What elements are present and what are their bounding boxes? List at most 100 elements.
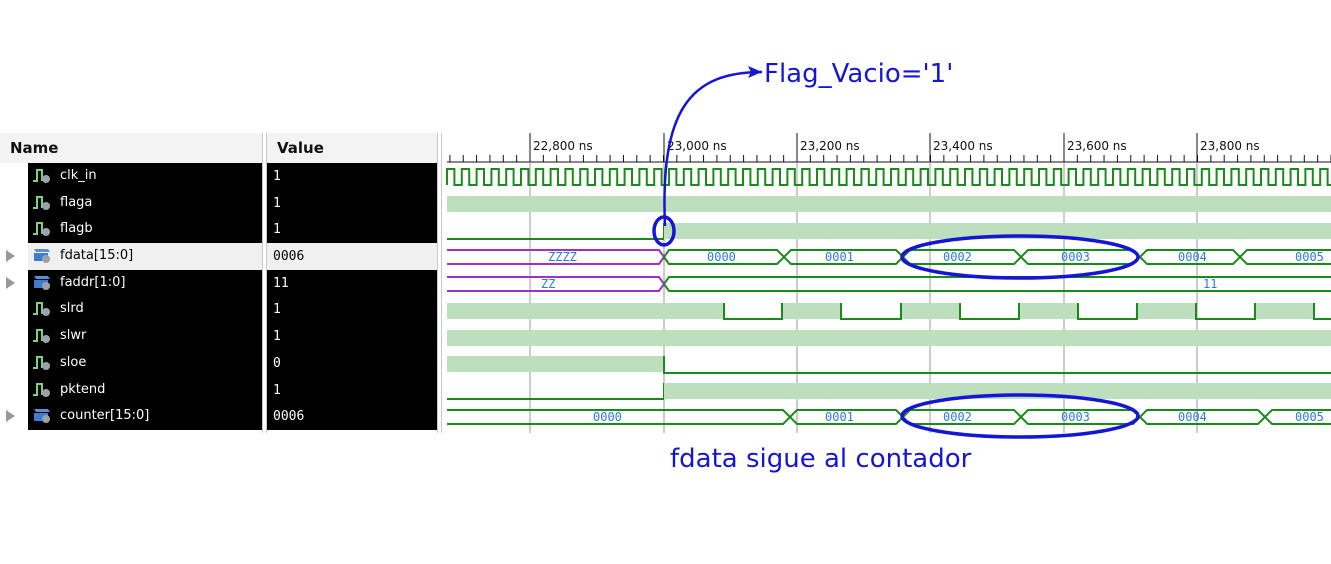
value-cell: 1	[267, 189, 437, 217]
counter-label: 0003	[1061, 410, 1090, 424]
wave-slwr	[447, 330, 1331, 346]
value-cell: 0	[267, 349, 437, 377]
signal-name: slwr	[60, 328, 87, 344]
signal-row-faddr[interactable]: faddr[1:0]	[0, 269, 262, 297]
signal-row-pktend[interactable]: pktend	[0, 376, 262, 404]
ruler-tick: 23,200 ns	[796, 133, 860, 162]
signal-bit-icon	[33, 169, 50, 183]
signal-value: 11	[273, 275, 289, 291]
signal-bit-icon	[33, 329, 50, 344]
wave-fdata: ZZZZ 0000 0001 0002 0003 0004 0005	[447, 249, 1331, 265]
column-splitter[interactable]	[262, 133, 267, 433]
wave-splitter[interactable]	[437, 133, 442, 433]
signal-value-list: 1 1 1 0006 11 1 1 0 1 0006	[267, 163, 437, 430]
ruler-tick: 23,600 ns	[1063, 133, 1127, 162]
counter-label: 0001	[825, 410, 854, 424]
signal-name-list: clk_in flaga flagb fdata[15:0] faddr[1:0…	[0, 163, 262, 430]
signal-row-flaga[interactable]: flaga	[0, 189, 262, 217]
ruler-tick: 22,800 ns	[529, 133, 593, 162]
signal-value: 1	[273, 382, 281, 398]
wave-counter: 0000 0001 0002 0003 0004 0005	[447, 409, 1331, 425]
value-cell: 11	[267, 269, 437, 297]
signal-name: flaga	[60, 194, 93, 210]
signal-row-fdata[interactable]: fdata[15:0]	[0, 243, 262, 270]
signal-name: clk_in	[60, 168, 97, 183]
signal-value: 0006	[273, 409, 305, 425]
signal-value: 0	[273, 355, 281, 371]
signal-name: sloe	[60, 354, 87, 370]
svg-text:23,800 ns: 23,800 ns	[1200, 139, 1260, 153]
signal-name: flagb	[60, 221, 93, 237]
value-cell: 1	[267, 296, 437, 324]
fdata-label: 0005	[1295, 250, 1324, 264]
annotation-flag-vacio: Flag_Vacio='1'	[764, 59, 954, 89]
signal-value: 0006	[273, 249, 305, 265]
signal-name: faddr[1:0]	[60, 274, 126, 290]
ruler-tick: 23,800 ns	[1196, 133, 1260, 162]
wave-slrd	[447, 303, 1331, 320]
ruler-tick: 23,400 ns	[929, 133, 993, 162]
signal-name: slrd	[60, 301, 84, 317]
annotation-fdata-follows: fdata sigue al contador	[670, 444, 972, 474]
fdata-label: 0003	[1061, 250, 1090, 264]
value-cell: 1	[267, 376, 437, 404]
wave-flagb	[447, 223, 1331, 240]
signal-bit-icon	[33, 382, 50, 397]
svg-text:23,600 ns: 23,600 ns	[1067, 139, 1127, 153]
counter-label: 0000	[593, 410, 622, 424]
faddr-label: ZZ	[541, 277, 555, 291]
svg-text:23,000 ns: 23,000 ns	[667, 139, 727, 153]
wave-sloe	[447, 356, 1331, 374]
expand-arrow-icon[interactable]	[6, 410, 15, 423]
signal-row-slrd[interactable]: slrd	[0, 296, 262, 324]
signal-row-clk-in[interactable]: clk_in	[0, 163, 262, 190]
waveform-canvas[interactable]: 22,800 ns 23,000 ns 23,200 ns 23,400 ns …	[443, 133, 1331, 433]
signal-row-sloe[interactable]: sloe	[0, 349, 262, 377]
value-cell: 1	[267, 163, 437, 190]
value-column-header[interactable]: Value	[267, 133, 437, 163]
arrowhead-icon	[748, 66, 762, 78]
fdata-label: 0002	[943, 250, 972, 264]
signal-bit-icon	[33, 302, 50, 317]
wave-flaga	[447, 196, 1331, 212]
svg-text:23,200 ns: 23,200 ns	[800, 139, 860, 153]
expand-arrow-icon[interactable]	[6, 276, 15, 289]
signal-row-flagb[interactable]: flagb	[0, 216, 262, 244]
waveform-viewer: Name Value clk_in flaga flagb fdata[15:0…	[0, 133, 1331, 433]
signal-row-slwr[interactable]: slwr	[0, 323, 262, 350]
signal-value: 1	[273, 302, 281, 318]
signal-bus-icon	[34, 409, 50, 424]
wave-faddr: ZZ 11	[447, 276, 1331, 292]
fdata-label: ZZZZ	[548, 250, 577, 264]
svg-text:22,800 ns: 22,800 ns	[533, 139, 593, 153]
signal-value: 1	[273, 329, 281, 345]
value-cell: 1	[267, 216, 437, 244]
signal-name: fdata[15:0]	[60, 248, 134, 264]
signal-value: 1	[273, 195, 281, 211]
counter-label: 0004	[1178, 410, 1207, 424]
value-cell: 0006	[267, 243, 437, 270]
fdata-label: 0004	[1178, 250, 1207, 264]
expand-arrow-icon[interactable]	[6, 250, 15, 263]
fdata-label: 0000	[707, 250, 736, 264]
wave-clk-in	[446, 168, 1331, 186]
value-cell: 0006	[267, 403, 437, 430]
counter-label: 0005	[1295, 410, 1324, 424]
signal-name: counter[15:0]	[60, 408, 150, 424]
signal-bit-icon	[33, 222, 50, 237]
signal-value: 1	[273, 222, 281, 238]
value-cell: 1	[267, 323, 437, 350]
wave-pktend	[447, 383, 1331, 400]
signal-bit-icon	[33, 195, 50, 210]
counter-label: 0002	[943, 410, 972, 424]
faddr-label: 11	[1203, 277, 1217, 291]
signal-value: 1	[273, 169, 281, 184]
signal-bus-icon	[34, 249, 50, 264]
signal-bus-icon	[34, 275, 50, 290]
name-column-header[interactable]: Name	[0, 133, 262, 163]
signal-bit-icon	[33, 355, 50, 370]
fdata-label: 0001	[825, 250, 854, 264]
svg-text:23,400 ns: 23,400 ns	[933, 139, 993, 153]
signal-row-counter[interactable]: counter[15:0]	[0, 403, 262, 430]
signal-name: pktend	[60, 381, 106, 397]
